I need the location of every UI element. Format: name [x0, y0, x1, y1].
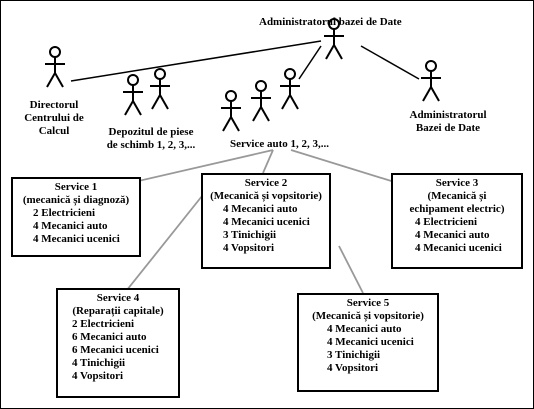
- service-subtitle: (Mecanică și vopsitorie): [210, 190, 322, 202]
- service-subtitle: (mecanică și diagnoză): [22, 194, 130, 206]
- depozit-label: Depozitul de piese de schimb 1, 2, 3,...: [106, 126, 196, 151]
- connector-admin-service: [298, 45, 322, 80]
- staff-item: 4 Tinichigii: [72, 357, 126, 369]
- admin-right-actor-icon: [417, 59, 445, 105]
- service-subtitle: (Mecanică și: [427, 190, 487, 202]
- staff-item: 4 Mecanici ucenici: [327, 336, 414, 348]
- connector-group-s1: [120, 149, 274, 186]
- staff-item: 4 Mecanici ucenici: [223, 216, 310, 228]
- depozit-actor-icon: [119, 73, 147, 119]
- service-title: Service 2: [244, 177, 288, 189]
- admin-right-label: Administratorul Bazei de Date: [409, 109, 487, 134]
- staff-item: 6 Mecanici auto: [72, 331, 147, 343]
- staff-item: 6 Mecanici ucenici: [72, 344, 159, 356]
- staff-item: 3 Tinichigii: [327, 349, 381, 361]
- staff-item: 2 Electricieni: [72, 318, 135, 330]
- service-subtitle: (Mecanică și vopsitorie): [312, 310, 424, 322]
- director-actor-icon: [41, 45, 69, 91]
- service-subtitle: echipament electric): [409, 203, 505, 215]
- service-group-label: Service auto 1, 2, 3,...: [230, 138, 329, 150]
- service-title: Service 4: [96, 292, 140, 304]
- admin-top-actor-icon: [320, 17, 348, 63]
- staff-item: 4 Mecanici auto: [415, 229, 490, 241]
- staff-item: 4 Mecanici auto: [223, 203, 298, 215]
- service-title: Service 3: [435, 177, 479, 189]
- admin-top-label: Administratorul bazei de Date: [259, 16, 402, 28]
- service-5-box: Service 5 (Mecanică și vopsitorie) 4 Mec…: [297, 293, 439, 392]
- staff-item: 4 Mecanici auto: [327, 323, 402, 335]
- service-title: Service 1: [54, 181, 98, 193]
- staff-item: 2 Electricieni: [33, 207, 96, 219]
- service-title: Service 5: [346, 297, 390, 309]
- director-label: Directorul Centrului de Calcul: [24, 99, 84, 137]
- staff-item: 4 Electricieni: [415, 216, 478, 228]
- connector-admin-director: [70, 40, 322, 82]
- service-3-box: Service 3 (Mecanică și echipament electr…: [391, 173, 523, 269]
- staff-item: 3 Tinichigii: [223, 229, 277, 241]
- service-actor-icon: [276, 67, 304, 113]
- staff-item: 4 Mecanici auto: [33, 220, 108, 232]
- staff-item: 4 Mecanici ucenici: [415, 242, 502, 254]
- service-2-box: Service 2 (Mecanică și vopsitorie) 4 Mec…: [201, 173, 331, 269]
- service-actor-icon: [247, 79, 275, 125]
- depozit-actor-icon: [146, 67, 174, 113]
- connector-admin-right: [360, 45, 420, 80]
- staff-item: 4 Vopsitori: [327, 362, 379, 374]
- staff-item: 4 Vopsitori: [223, 242, 275, 254]
- staff-item: 4 Mecanici ucenici: [33, 233, 120, 245]
- service-1-box: Service 1 (mecanică și diagnoză) 2 Elect…: [11, 177, 141, 257]
- connector-group-s5: [338, 245, 364, 294]
- service-actor-icon: [217, 89, 245, 135]
- connector-group-s4: [126, 190, 207, 291]
- staff-item: 4 Vopsitori: [72, 370, 124, 382]
- service-4-box: Service 4 (Reparații capitale) 2 Electri…: [56, 288, 180, 398]
- service-subtitle: (Reparații capitale): [72, 305, 164, 317]
- connector-group-s2: [262, 149, 274, 174]
